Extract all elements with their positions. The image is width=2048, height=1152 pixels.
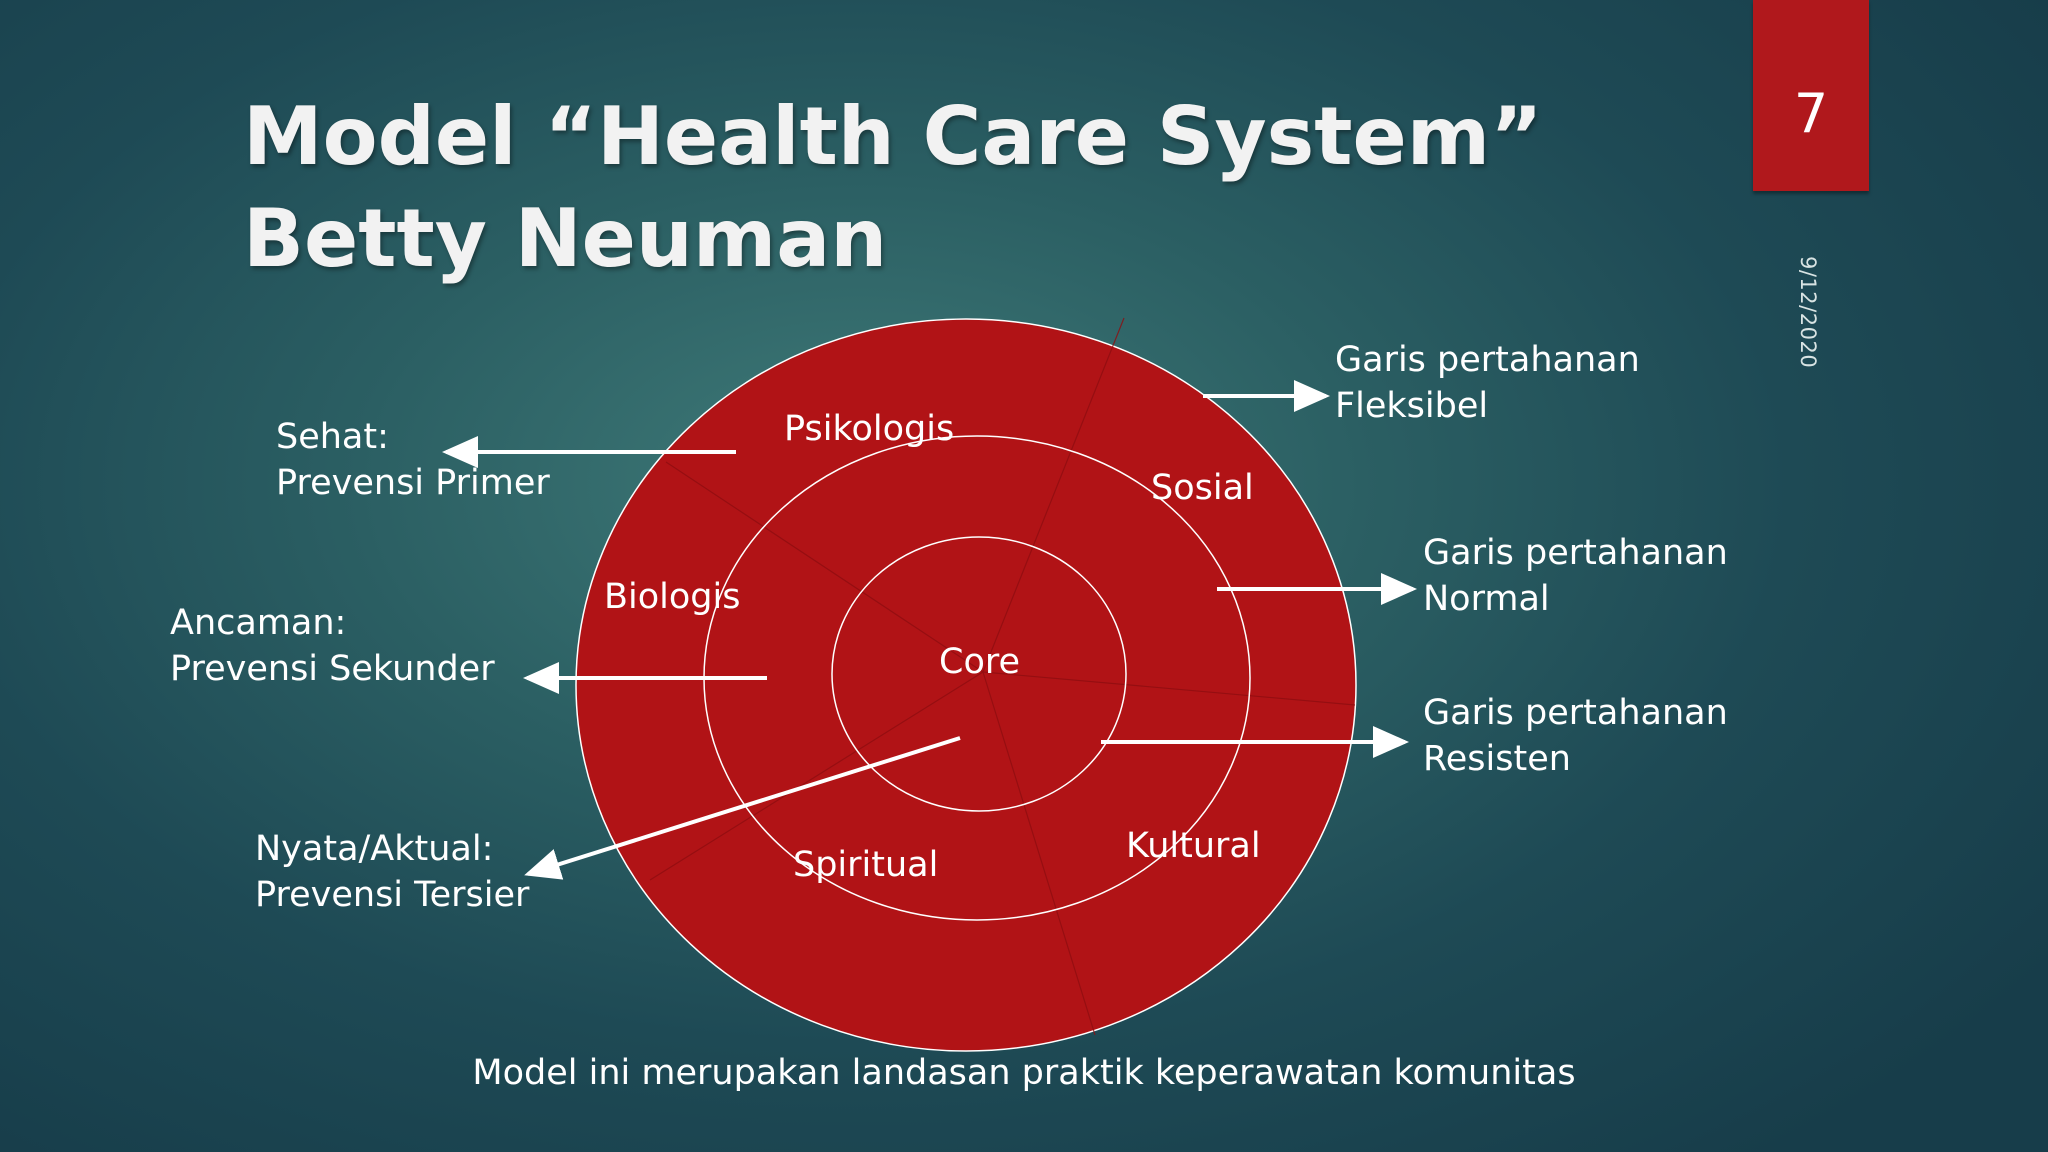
slide-title-line-1: Model “Health Care System” xyxy=(243,90,1543,183)
label-ancaman-line-1: Ancaman: xyxy=(170,603,347,643)
sector-label-biologis: Biologis xyxy=(604,577,741,617)
inner-circle-resistance-line xyxy=(831,536,1127,812)
label-ancaman-prevensi-sekunder: Ancaman: Prevensi Sekunder xyxy=(170,600,495,692)
label-fleksibel-line-2: Fleksibel xyxy=(1335,386,1489,426)
label-nyata-line-1: Nyata/Aktual: xyxy=(255,829,494,869)
sector-label-spiritual: Spiritual xyxy=(793,845,939,885)
sector-label-kultural: Kultural xyxy=(1126,826,1261,866)
label-normal-line-1: Garis pertahanan xyxy=(1423,533,1728,573)
label-resisten-line-2: Resisten xyxy=(1423,739,1571,779)
arrow-nyata xyxy=(524,736,961,880)
label-resisten-line-1: Garis pertahanan xyxy=(1423,693,1728,733)
page-number: 7 xyxy=(1793,82,1829,145)
label-sehat-line-1: Sehat: xyxy=(276,417,389,457)
label-ancaman-line-2: Prevensi Sekunder xyxy=(170,649,495,689)
slide-footer-caption: Model ini merupakan landasan praktik kep… xyxy=(472,1053,1576,1093)
label-fleksibel-line-1: Garis pertahanan xyxy=(1335,340,1640,380)
label-nyata-prevensi-tersier: Nyata/Aktual: Prevensi Tersier xyxy=(255,826,529,918)
sector-label-sosial: Sosial xyxy=(1151,468,1254,508)
sector-label-psikologis: Psikologis xyxy=(784,409,955,449)
center-label-core: Core xyxy=(939,642,1021,682)
label-sehat-line-2: Prevensi Primer xyxy=(276,463,550,503)
slide-title: Model “Health Care System” Betty Neuman xyxy=(243,86,1543,290)
page-number-tab: 7 xyxy=(1753,0,1869,191)
outer-circle-flexible-line xyxy=(575,318,1357,1052)
slide-date: 9/12/2020 xyxy=(1796,256,1820,369)
label-nyata-line-2: Prevensi Tersier xyxy=(255,875,530,915)
sector-dividers xyxy=(649,317,1356,1036)
label-garis-normal: Garis pertahanan Normal xyxy=(1423,530,1728,622)
label-normal-line-2: Normal xyxy=(1423,579,1550,619)
label-garis-fleksibel: Garis pertahanan Fleksibel xyxy=(1335,337,1640,429)
slide-title-line-2: Betty Neuman xyxy=(243,192,888,285)
label-garis-resisten: Garis pertahanan Resisten xyxy=(1423,690,1728,782)
label-sehat-prevensi-primer: Sehat: Prevensi Primer xyxy=(276,414,550,506)
